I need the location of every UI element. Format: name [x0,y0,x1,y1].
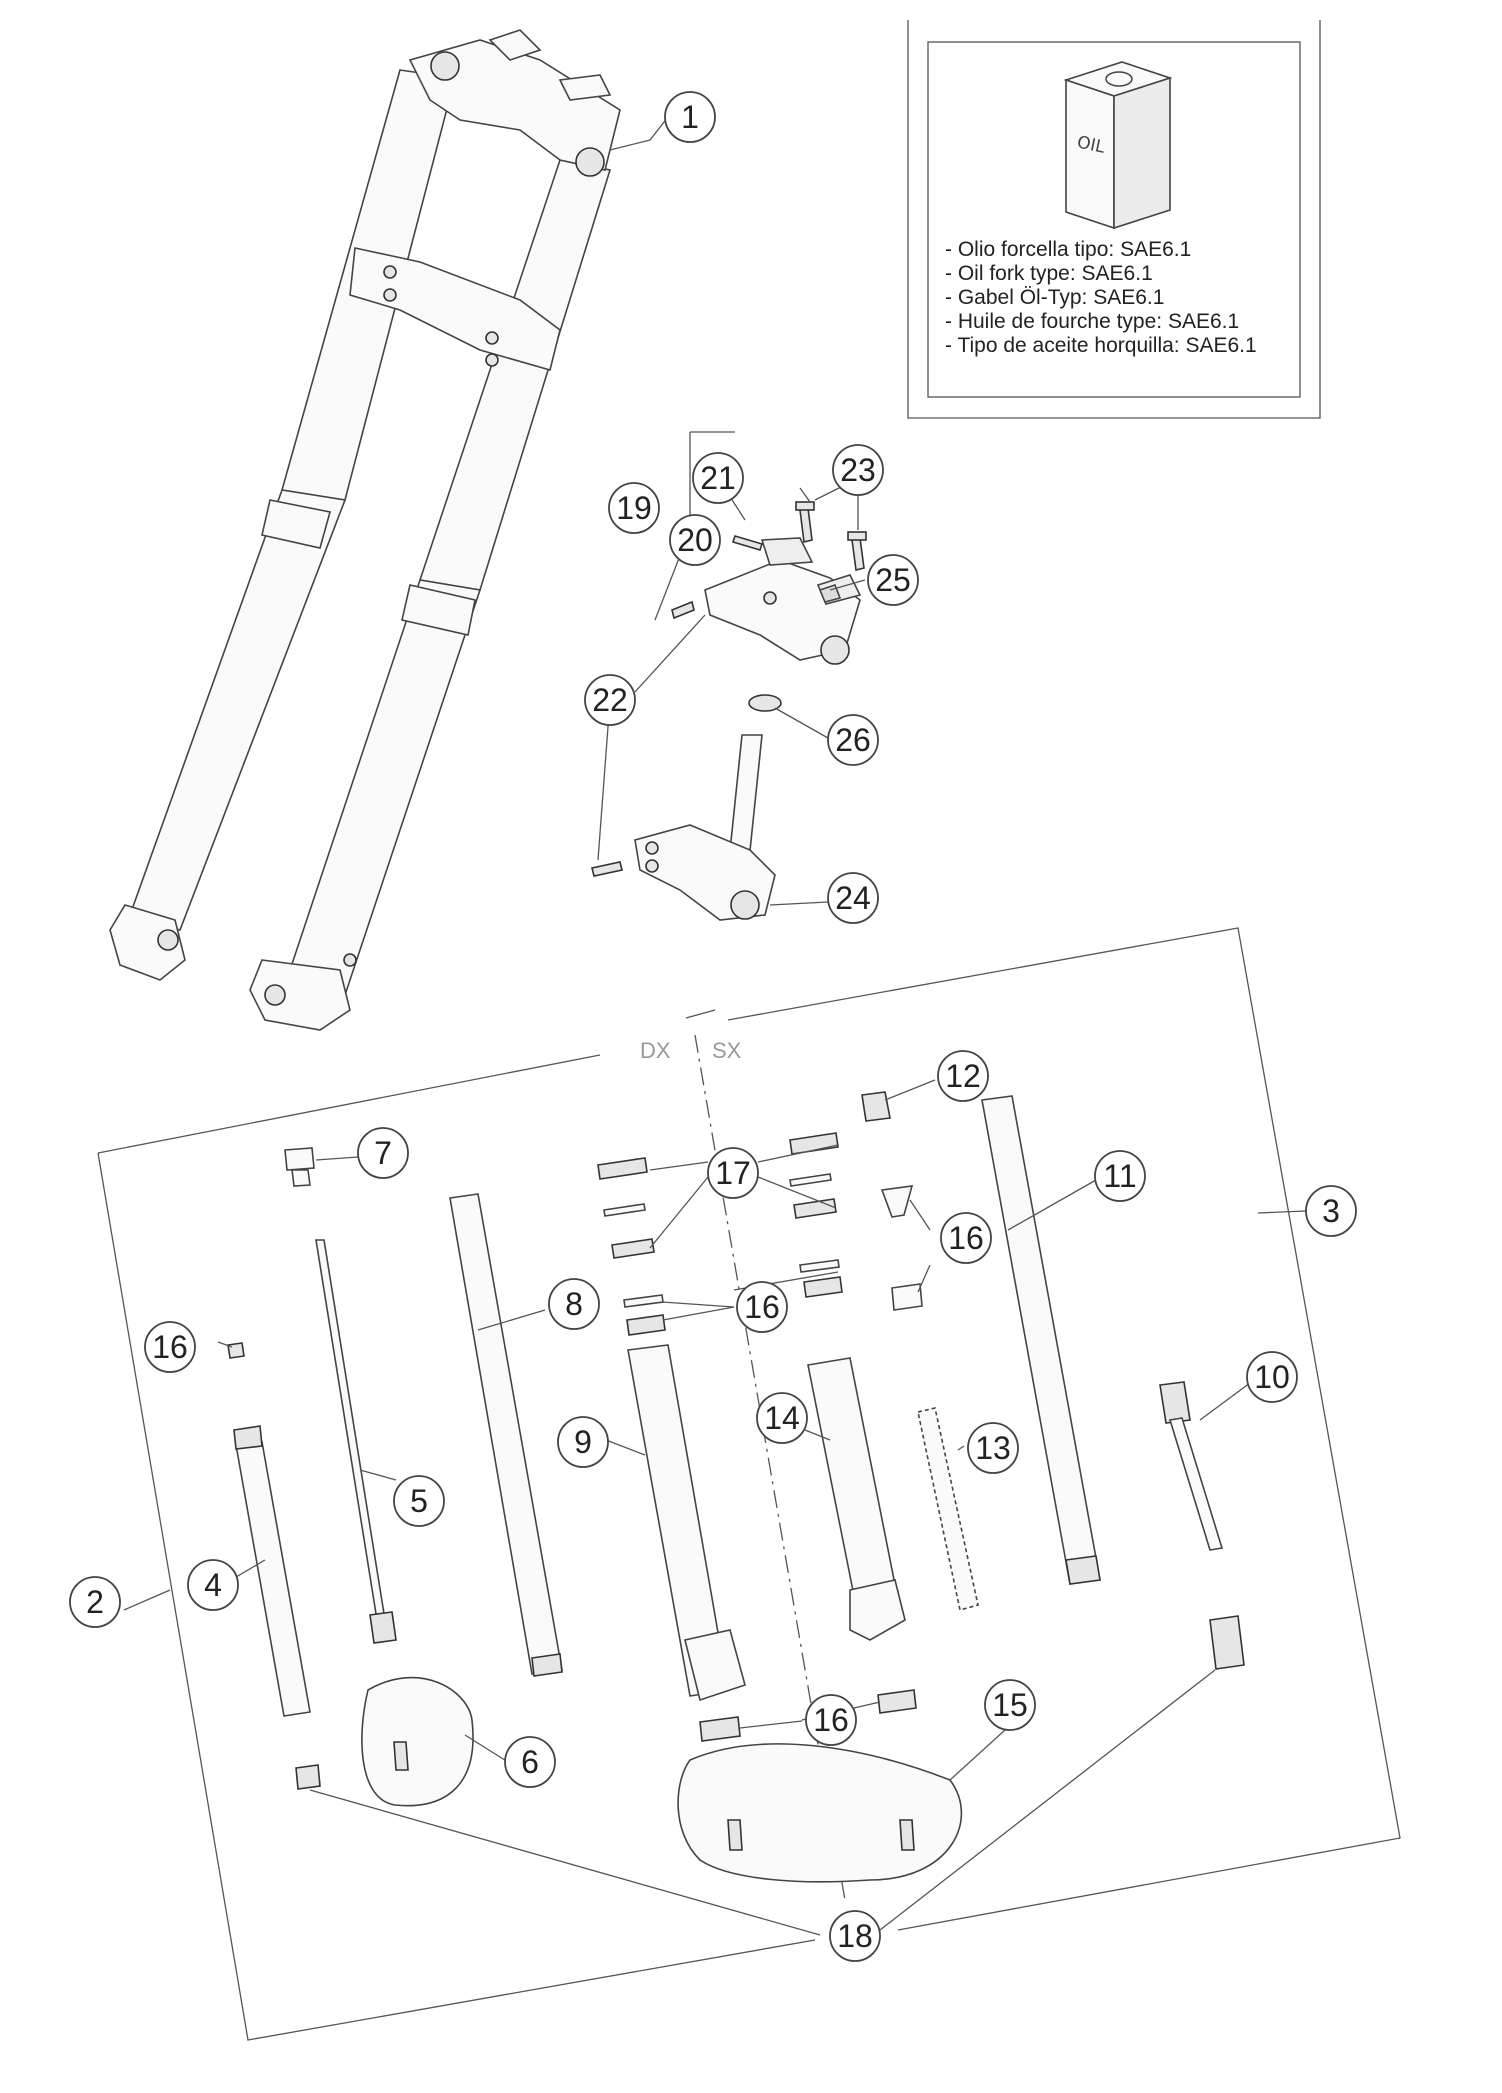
svg-text:7: 7 [374,1135,392,1171]
callout-2: 2 [69,1576,121,1628]
oil-note-line: - Tipo de aceite horquilla: SAE6.1 [945,334,1257,357]
callout-8: 8 [548,1278,600,1330]
callout-16: 16 [736,1281,788,1333]
svg-text:13: 13 [975,1430,1011,1466]
svg-text:12: 12 [945,1058,981,1094]
oil-note-line: - Olio forcella tipo: SAE6.1 [945,238,1191,261]
svg-text:10: 10 [1254,1359,1290,1395]
svg-text:21: 21 [700,460,736,496]
oil-note-line: - Gabel Öl-Typ: SAE6.1 [945,286,1164,309]
callout-13: 13 [967,1422,1019,1474]
svg-text:20: 20 [677,522,713,558]
svg-text:22: 22 [592,682,628,718]
callout-19: 19 [608,482,660,534]
callout-4: 4 [187,1559,239,1611]
callout-9: 9 [557,1416,609,1468]
svg-text:16: 16 [813,1702,849,1738]
svg-text:16: 16 [152,1329,188,1365]
callout-18: 18 [829,1910,881,1962]
svg-text:26: 26 [835,722,871,758]
steering-assembly-group [591,431,867,921]
callout-5: 5 [393,1475,445,1527]
callout-16: 16 [940,1212,992,1264]
callout-26: 26 [827,714,879,766]
callout-1: 1 [664,91,716,143]
oil-can-icon: OIL [1063,61,1173,230]
svg-text:5: 5 [410,1483,428,1519]
callout-16: 16 [144,1321,196,1373]
svg-text:24: 24 [835,880,871,916]
callout-22: 22 [584,674,636,726]
callout-6: 6 [504,1736,556,1788]
callout-16: 16 [805,1694,857,1746]
callout-17: 17 [707,1147,759,1199]
callout-24: 24 [827,872,879,924]
side-label-right: DX [640,1038,671,1063]
svg-text:25: 25 [875,562,911,598]
svg-text:8: 8 [565,1286,583,1322]
callout-25: 25 [867,554,919,606]
oil-note-box: OIL - Olio forcella tipo: SAE6.1 - Oil f… [907,20,1321,419]
svg-text:19: 19 [616,490,652,526]
callout-3: 3 [1305,1185,1357,1237]
svg-text:16: 16 [744,1289,780,1325]
callout-12: 12 [937,1050,989,1102]
svg-text:6: 6 [521,1744,539,1780]
fork-assembly-illustration [109,29,621,1031]
svg-text:17: 17 [715,1155,751,1191]
svg-text:16: 16 [948,1220,984,1256]
part-shapes [227,1091,1245,1883]
svg-text:11: 11 [1103,1158,1136,1194]
callout-21: 21 [692,452,744,504]
callout-7: 7 [357,1127,409,1179]
svg-text:1: 1 [681,99,699,135]
oil-note-line: - Oil fork type: SAE6.1 [945,262,1153,285]
callout-15: 15 [984,1679,1036,1731]
oil-note-line: - Huile de fourche type: SAE6.1 [945,310,1239,333]
svg-text:14: 14 [764,1400,800,1436]
callout-11: 11 [1094,1150,1146,1202]
callout-10: 10 [1246,1351,1298,1403]
callout-23: 23 [832,444,884,496]
svg-text:18: 18 [837,1918,873,1954]
part-callouts: 1 19 21 20 23 25 22 26 24 12 7 17 11 3 1… [69,91,1357,1962]
svg-text:2: 2 [86,1584,104,1620]
svg-text:15: 15 [992,1687,1028,1723]
svg-text:23: 23 [840,452,876,488]
callout-20: 20 [669,514,721,566]
svg-text:3: 3 [1322,1193,1340,1229]
svg-text:4: 4 [204,1567,222,1603]
svg-text:9: 9 [574,1424,592,1460]
side-label-left: SX [712,1038,742,1063]
callout-14: 14 [756,1392,808,1444]
